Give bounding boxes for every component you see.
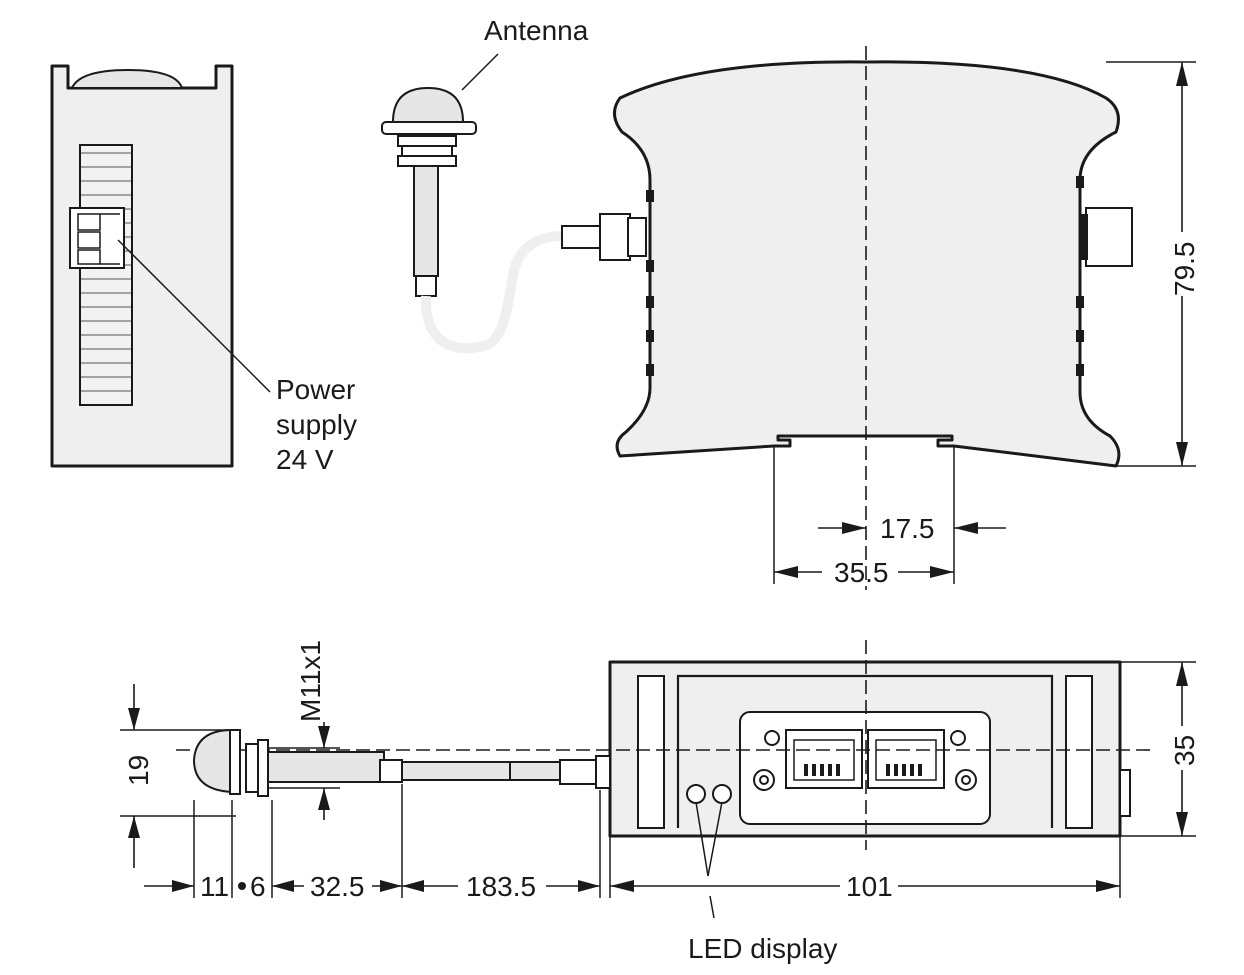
bottom-view-housing [608, 660, 1131, 838]
dim-dome-dia: 19 [123, 755, 154, 786]
dim-183: 183.5 [466, 871, 536, 902]
dim-thread: M11x1 [295, 640, 326, 722]
side-view-housing [50, 64, 234, 468]
antenna-label: Antenna [484, 15, 589, 46]
led-2 [712, 784, 732, 804]
dim-rail-width: 35.5 [834, 557, 889, 588]
power-label-1: Power [276, 374, 355, 405]
antenna-leader-line [461, 53, 499, 91]
dim-depth: 35 [1169, 735, 1200, 766]
led-1 [686, 784, 706, 804]
power-label-3: 24 V [276, 444, 334, 475]
dim-height-side: 79.5 [1169, 242, 1200, 297]
dim-11: 11 [200, 871, 229, 902]
dim-rail-half: 17.5 [880, 513, 935, 544]
antenna-top [381, 86, 647, 354]
ethernet-panel [739, 711, 991, 825]
dim-101: 101 [846, 871, 893, 902]
power-terminal [69, 207, 125, 269]
power-leader-line [117, 239, 271, 393]
led-display-label: LED display [688, 933, 837, 964]
dim-6: 6 [250, 871, 266, 902]
side-connector [1085, 207, 1133, 267]
dim-32: 32.5 [310, 871, 365, 902]
antenna-side [192, 728, 611, 797]
front-view-housing [613, 60, 1133, 468]
power-label-2: supply [276, 409, 357, 440]
